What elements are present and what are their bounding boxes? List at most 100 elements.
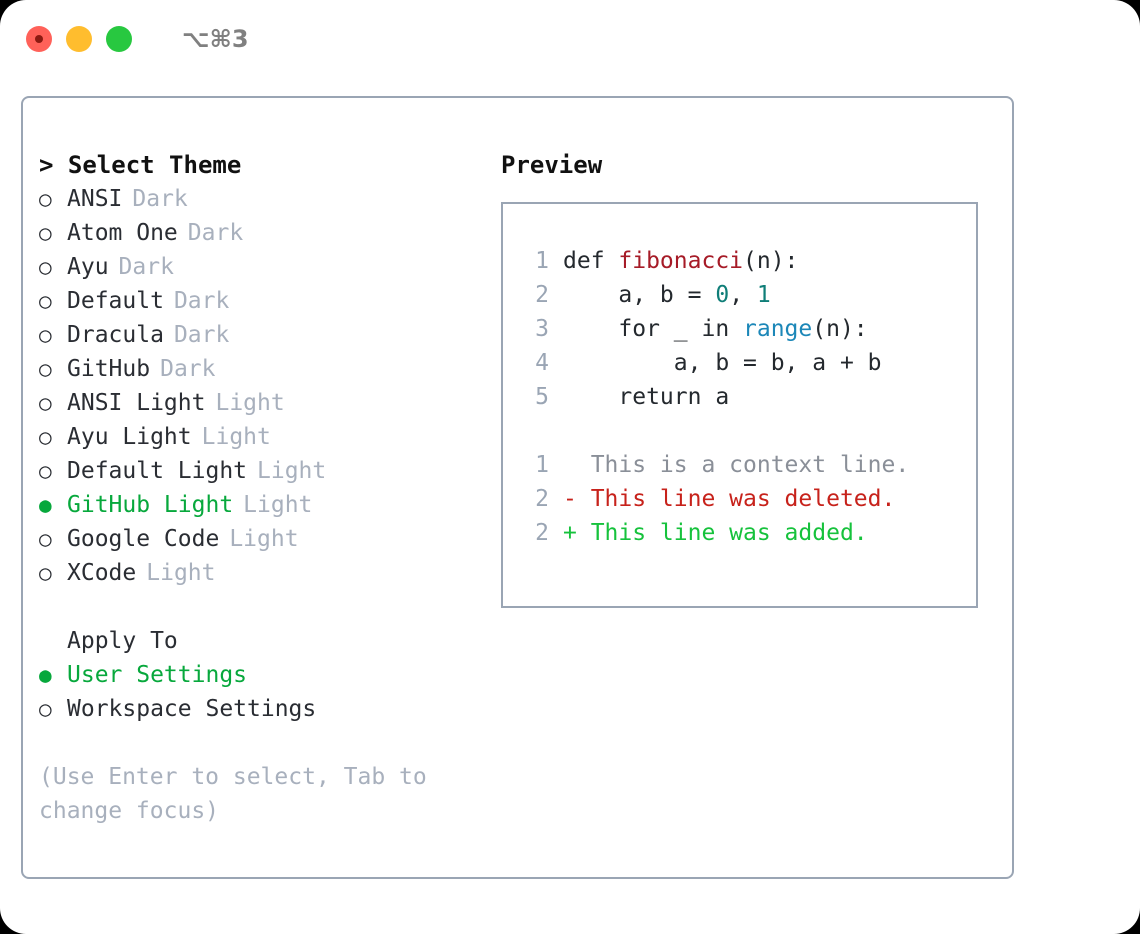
code-token: a, b = b, a + b xyxy=(563,350,882,376)
close-window-button[interactable] xyxy=(26,26,52,52)
code-token: a, b = xyxy=(563,282,716,308)
code-line: 3 for _ in range(n): xyxy=(515,312,976,346)
theme-option-variant: Dark xyxy=(173,288,230,314)
theme-option-ayu-light[interactable]: ○ Ayu Light Light xyxy=(39,420,479,454)
theme-option-google-code[interactable]: ○ Google Code Light xyxy=(39,522,479,556)
minimize-window-button[interactable] xyxy=(66,26,92,52)
theme-option-label: Google Code xyxy=(67,526,220,552)
code-token: def xyxy=(563,248,619,274)
theme-option-variant: Dark xyxy=(132,186,188,212)
keyboard-shortcut-label: ⌥⌘3 xyxy=(182,25,249,53)
code-token: for _ in xyxy=(563,316,744,342)
radio-unselected-icon: ○ xyxy=(39,187,52,211)
line-number: 2 xyxy=(535,486,549,512)
code-blank-line xyxy=(515,414,976,448)
title-bar: ⌥⌘3 xyxy=(0,0,1140,78)
code-token: , xyxy=(729,282,757,308)
radio-unselected-icon: ○ xyxy=(39,323,52,347)
radio-selected-icon: ● xyxy=(39,663,52,687)
theme-option-label: Atom One xyxy=(67,220,178,246)
code-token: 0 xyxy=(715,282,730,308)
theme-option-label: GitHub Light xyxy=(67,492,234,518)
select-theme-heading: > Select Theme xyxy=(39,151,242,179)
theme-option-label: ANSI Light xyxy=(67,390,206,416)
code-token: + This line was added. xyxy=(563,520,868,546)
theme-option-ayu[interactable]: ○ Ayu Dark xyxy=(39,250,479,284)
apply-to-option-user-settings[interactable]: ● User Settings xyxy=(39,658,479,692)
theme-option-label: Default xyxy=(67,288,164,314)
theme-option-label: Default Light xyxy=(67,458,248,484)
theme-option-variant: Dark xyxy=(118,254,174,280)
radio-unselected-icon: ○ xyxy=(39,425,52,449)
diff-line: 2 - This line was deleted. xyxy=(515,482,976,516)
code-token: 1 xyxy=(756,282,771,308)
theme-option-dracula[interactable]: ○ Dracula Dark xyxy=(39,318,479,352)
line-number: 1 xyxy=(535,452,549,478)
code-token: - This line was deleted. xyxy=(563,486,896,512)
radio-unselected-icon: ○ xyxy=(39,289,52,313)
theme-option-ansi[interactable]: ○ ANSI Dark xyxy=(39,182,479,216)
code-line-text: a, b = b, a + b xyxy=(563,346,882,380)
theme-option-variant: Light xyxy=(201,424,271,450)
theme-option-variant: Light xyxy=(257,458,327,484)
line-number: 2 xyxy=(535,282,549,308)
code-line-text: def fibonacci(n): xyxy=(563,244,798,278)
code-line: 5 return a xyxy=(515,380,976,414)
apply-to-option-label: Workspace Settings xyxy=(67,696,317,722)
preview-column: Preview xyxy=(501,148,1001,182)
theme-option-variant: Dark xyxy=(187,220,244,246)
preview-heading: Preview xyxy=(501,151,603,179)
theme-option-variant: Light xyxy=(243,492,313,518)
radio-unselected-icon: ○ xyxy=(39,459,52,483)
code-token: (n): xyxy=(812,316,868,342)
line-number: 4 xyxy=(535,350,549,376)
theme-option-variant: Light xyxy=(146,560,216,586)
diff-line: 1 This is a context line. xyxy=(515,448,976,482)
radio-selected-icon: ● xyxy=(39,493,52,517)
theme-option-variant: Dark xyxy=(160,356,216,382)
theme-option-variant: Light xyxy=(215,390,285,416)
theme-option-label: XCode xyxy=(67,560,137,586)
radio-unselected-icon: ○ xyxy=(39,357,52,381)
theme-option-variant: Light xyxy=(229,526,299,552)
theme-option-label: Dracula xyxy=(67,322,164,348)
code-token: This is a context line. xyxy=(563,452,910,478)
apply-to-list[interactable]: ● User Settings ○ Workspace Settings xyxy=(39,658,479,726)
code-token: range xyxy=(743,316,813,342)
radio-unselected-icon: ○ xyxy=(39,255,52,279)
theme-option-label: Ayu xyxy=(67,254,109,280)
diff-line: 2+ This line was added. xyxy=(515,516,976,550)
theme-option-ansi-light[interactable]: ○ ANSI Light Light xyxy=(39,386,479,420)
code-token: return a xyxy=(563,384,730,410)
code-token: (n): xyxy=(743,248,799,274)
apply-to-heading: Apply To xyxy=(67,628,178,654)
help-text: (Use Enter to select, Tab to change focu… xyxy=(39,764,427,824)
code-line-text: for _ in range(n): xyxy=(563,312,868,346)
theme-option-default-light[interactable]: ○ Default Light Light xyxy=(39,454,479,488)
radio-unselected-icon: ○ xyxy=(39,561,52,585)
apply-to-option-label: User Settings xyxy=(67,662,248,688)
radio-unselected-icon: ○ xyxy=(39,391,52,415)
code-line-text: a, b = 0, 1 xyxy=(563,278,771,312)
theme-option-xcode[interactable]: ○ XCode Light xyxy=(39,556,479,590)
theme-option-label: Ayu Light xyxy=(67,424,192,450)
diff-line-text: This is a context line. xyxy=(563,448,910,482)
maximize-window-button[interactable] xyxy=(106,26,132,52)
radio-unselected-icon: ○ xyxy=(39,527,52,551)
apply-to-option-workspace-settings[interactable]: ○ Workspace Settings xyxy=(39,692,479,726)
code-line-text: return a xyxy=(563,380,729,414)
theme-option-default[interactable]: ○ Default Dark xyxy=(39,284,479,318)
radio-unselected-icon: ○ xyxy=(39,697,52,721)
theme-option-label: ANSI xyxy=(67,186,123,212)
theme-option-github-light[interactable]: ● GitHub Light Light xyxy=(39,488,479,522)
theme-option-variant: Dark xyxy=(173,322,230,348)
